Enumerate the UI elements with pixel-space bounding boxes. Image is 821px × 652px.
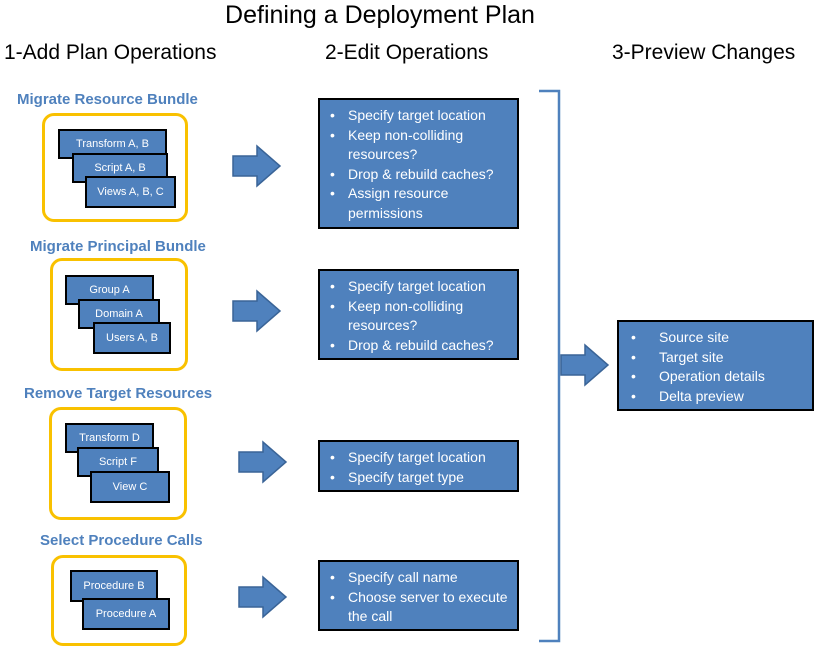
edit-option: Specify target location [320,106,517,126]
operation-card[interactable]: Procedure B [70,570,158,602]
preview-changes-panel[interactable]: Source site Target site Operation detail… [617,320,814,411]
section-title-select-procedure: Select Procedure Calls [40,532,203,549]
edit-option: Assign resource permissions [320,184,517,223]
column-heading-add: 1-Add Plan Operations [4,41,217,64]
operation-group-select-procedure[interactable]: Procedure B Procedure A [51,555,187,646]
edit-option: Drop & rebuild caches? [320,336,517,356]
right-arrow-icon [232,144,282,188]
edit-option: Choose server to execute the call [320,588,517,627]
column-heading-edit: 2-Edit Operations [325,41,489,64]
right-arrow-icon [238,575,288,619]
edit-option: Specify call name [320,568,517,588]
edit-panel-select-procedure[interactable]: Specify call name Choose server to execu… [318,560,519,631]
operation-group-remove-target[interactable]: Transform D Script F View C [49,407,187,520]
edit-option: Specify target location [320,448,517,468]
grouping-bracket [539,89,561,643]
operation-card[interactable]: Procedure A [82,598,170,630]
right-arrow-icon [238,440,288,484]
column-heading-preview: 3-Preview Changes [612,41,796,64]
operation-card[interactable]: Users A, B [93,322,171,354]
edit-panel-migrate-resource[interactable]: Specify target location Keep non-collidi… [318,98,519,229]
diagram-title: Defining a Deployment Plan [225,1,535,29]
edit-option: Keep non-colliding resources? [320,126,517,165]
operation-group-migrate-resource[interactable]: Transform A, B Script A, B Views A, B, C [42,113,188,222]
right-arrow-icon [560,343,610,387]
right-arrow-icon [232,289,282,333]
preview-item: Source site [619,328,812,348]
edit-panel-remove-target[interactable]: Specify target location Specify target t… [318,440,519,492]
section-title-remove-target: Remove Target Resources [24,385,213,402]
edit-panel-migrate-principal[interactable]: Specify target location Keep non-collidi… [318,269,519,360]
edit-option: Drop & rebuild caches? [320,165,517,185]
section-title-migrate-resource: Migrate Resource Bundle [17,91,198,108]
edit-option: Specify target location [320,277,517,297]
edit-option: Specify target type [320,468,517,488]
preview-item: Operation details [619,367,812,387]
edit-option: Keep non-colliding resources? [320,297,517,336]
operation-card[interactable]: View C [90,471,170,503]
section-title-migrate-principal: Migrate Principal Bundle [30,238,206,255]
operation-group-migrate-principal[interactable]: Group A Domain A Users A, B [50,258,188,371]
operation-card[interactable]: Views A, B, C [85,176,176,208]
preview-item: Target site [619,348,812,368]
preview-item: Delta preview [619,387,812,407]
